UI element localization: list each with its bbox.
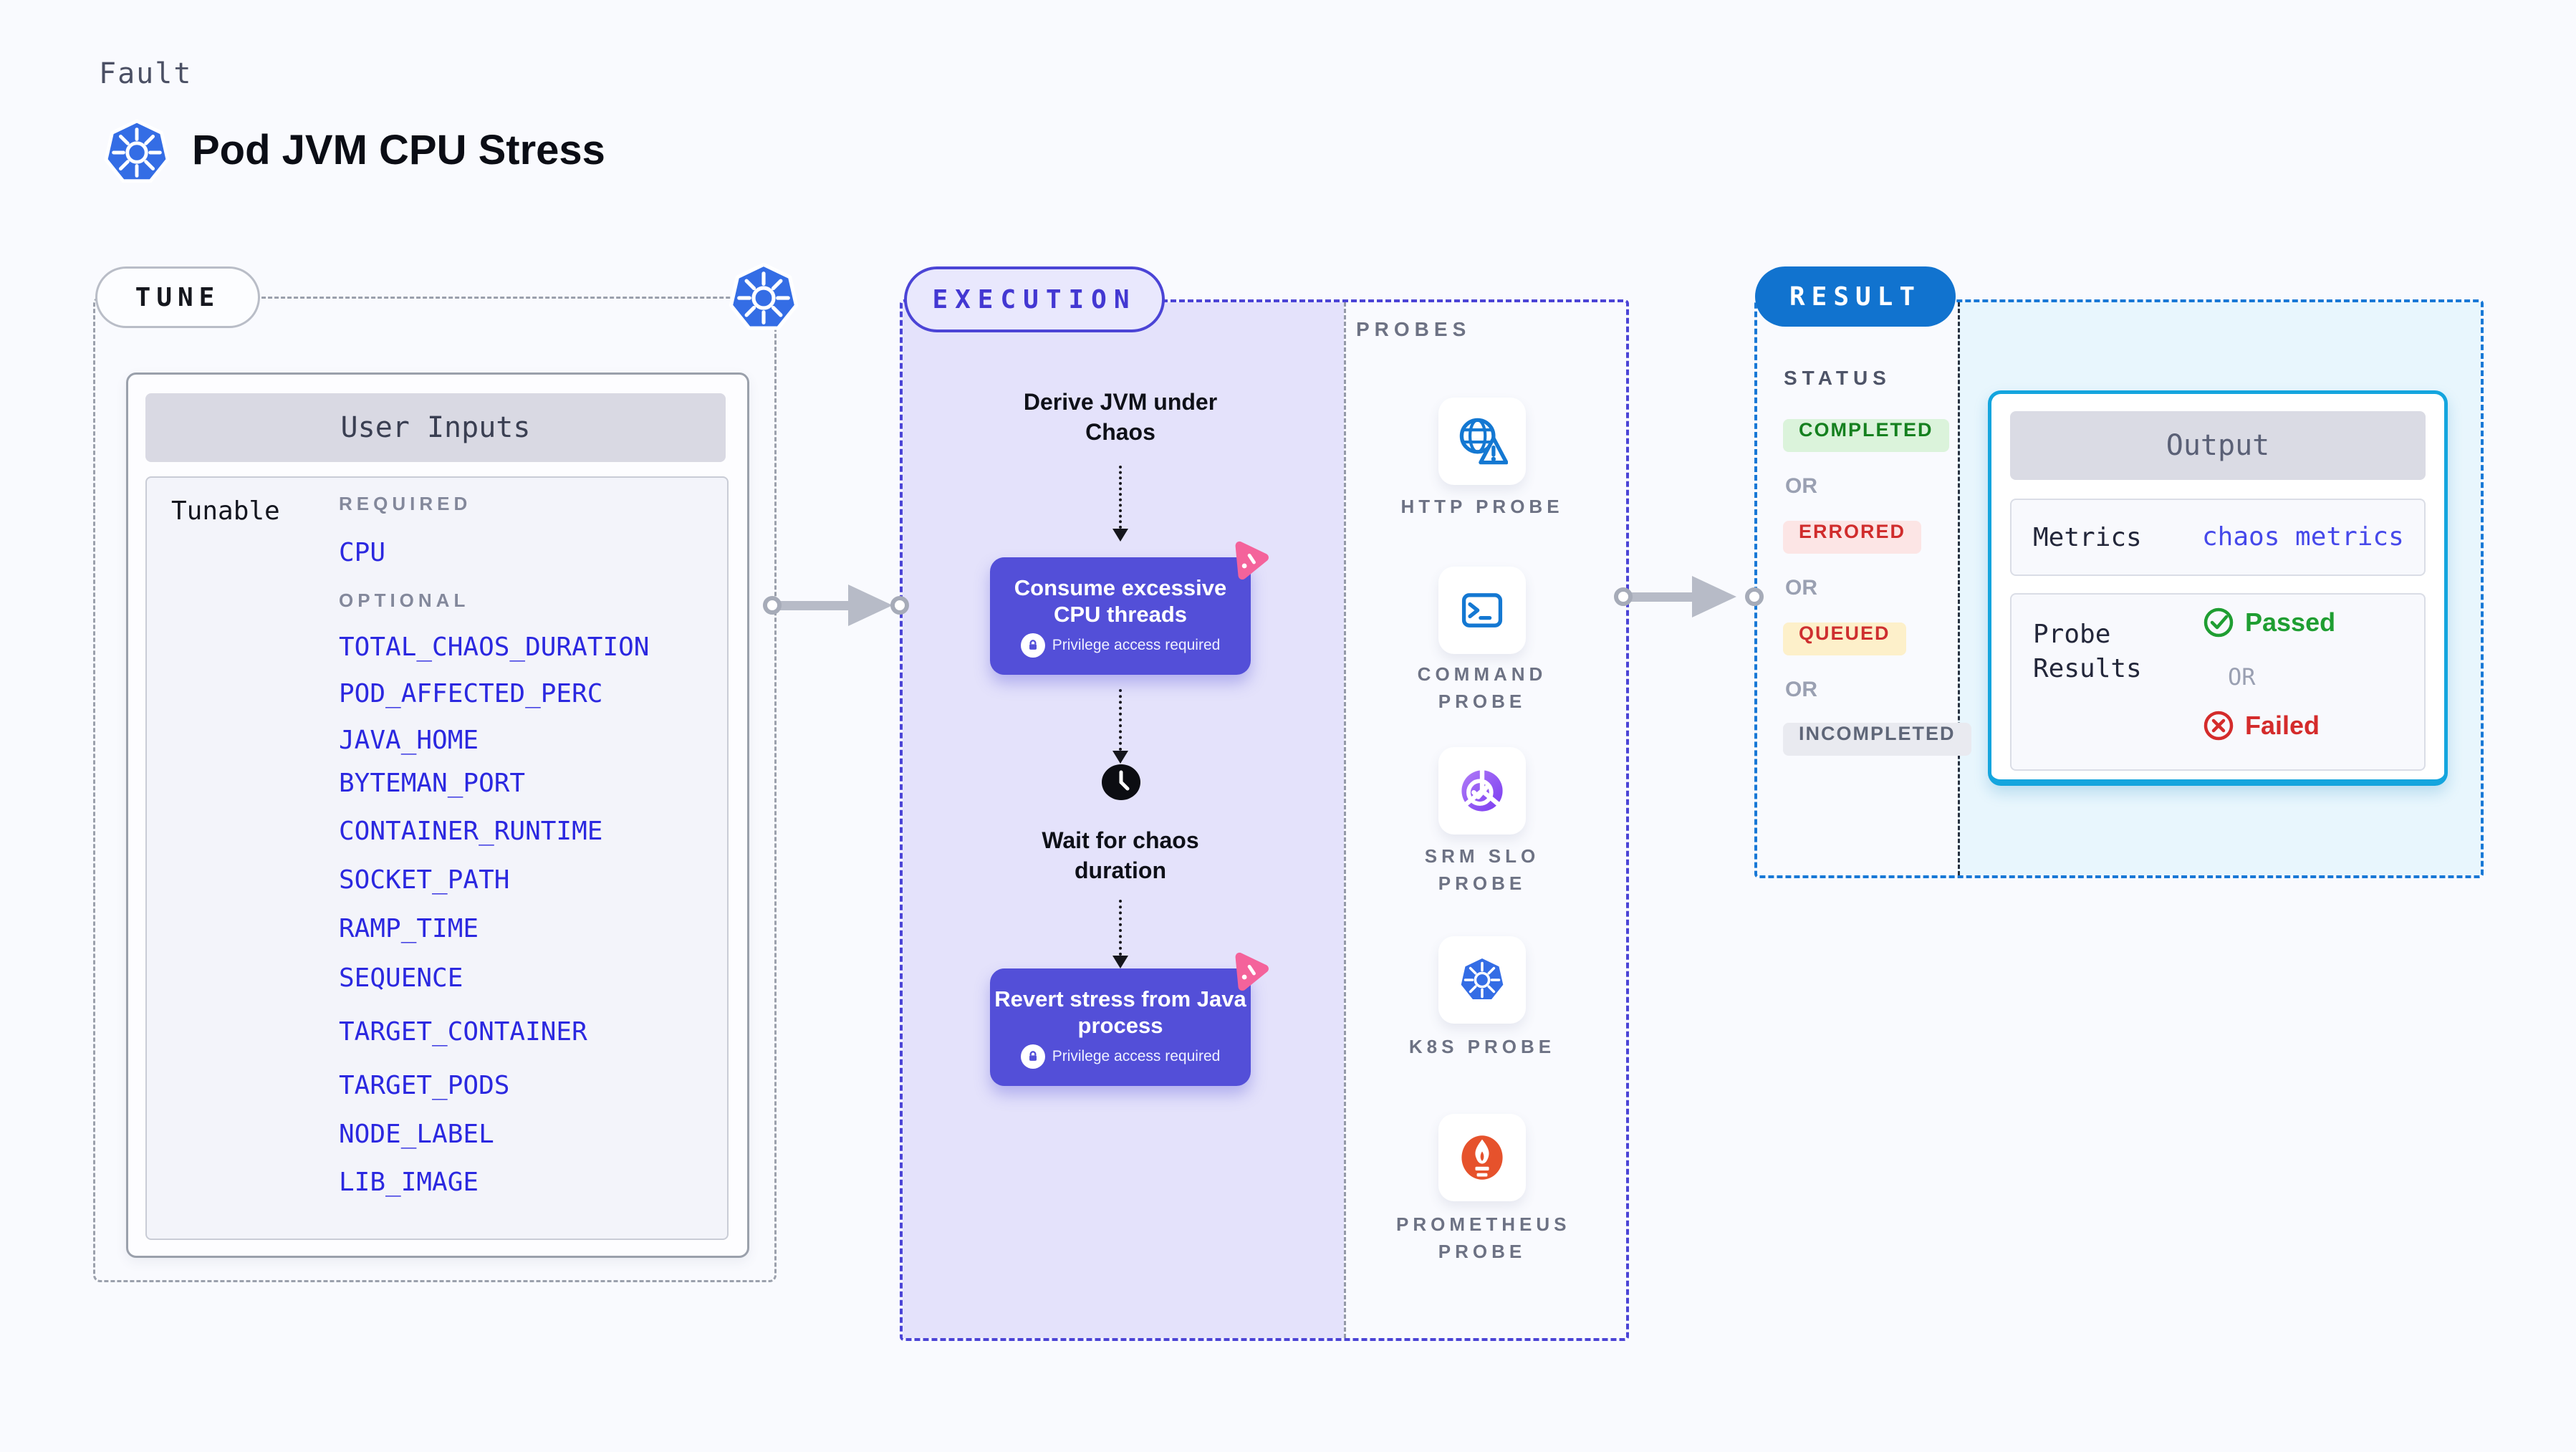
required-group-label: REQUIRED (339, 493, 472, 514)
connector-dot (890, 596, 909, 615)
command-probe-card (1438, 567, 1526, 654)
prometheus-flame-icon (1461, 1135, 1503, 1180)
result-pill: RESULT (1755, 266, 1956, 327)
lock-icon (1020, 633, 1045, 658)
probe-result-failed: Failed (2202, 709, 2320, 742)
passed-label: Passed (2245, 607, 2336, 637)
http-probe-label: HTTP PROBE (1400, 496, 1564, 517)
probe-results-row: Probe Results Passed OR Failed (2010, 593, 2426, 771)
param-byteman-port: BYTEMAN_PORT (339, 769, 526, 798)
execution-pill: EXECUTION (904, 266, 1165, 332)
globe-warning-icon (1459, 418, 1508, 465)
param-node-label: NODE_LABEL (339, 1120, 494, 1149)
param-sequence: SEQUENCE (339, 963, 463, 993)
user-inputs-card: User Inputs Tunable REQUIRED CPU OPTIONA… (126, 372, 749, 1258)
execution-probes-divider (1344, 302, 1346, 1338)
probe-results-label: Probe Results (2033, 620, 2142, 683)
lock-icon (1020, 1044, 1045, 1069)
param-container-runtime: CONTAINER_RUNTIME (339, 817, 603, 846)
arrow-line (777, 601, 850, 610)
clock-icon (1102, 764, 1140, 800)
kubernetes-icon (1458, 956, 1506, 1002)
arrow-line (1628, 592, 1693, 602)
or-label: OR (1785, 576, 1817, 600)
consume-cpu-label: Consume excessive CPU threads (1014, 575, 1227, 627)
srm-slo-probe-label: SRM SLO PROBE (1424, 845, 1540, 894)
status-badge-incompleted: INCOMPLETED (1783, 723, 1971, 756)
status-badge-queued: QUEUED (1783, 622, 1906, 655)
http-probe-card (1438, 398, 1526, 485)
connector-dot (763, 596, 782, 615)
probe-result-passed: Passed (2202, 606, 2335, 639)
tunable-label: Tunable (171, 496, 280, 526)
slo-donut-check-icon (1461, 769, 1503, 812)
privilege-note: Privilege access required (1020, 633, 1221, 658)
arrow-head (1692, 576, 1736, 617)
execution-flow-area (903, 302, 1344, 1338)
metrics-label: Metrics (2033, 523, 2142, 552)
fault-kicker: Fault (99, 57, 193, 90)
flow-arrow-head (1112, 529, 1128, 542)
litmus-chaos-icon (1235, 952, 1269, 991)
param-socket-path: SOCKET_PATH (339, 865, 510, 895)
litmus-chaos-icon (1235, 541, 1269, 580)
connector-dot (1745, 587, 1764, 606)
flow-arrow (1119, 900, 1122, 956)
param-target-container: TARGET_CONTAINER (339, 1017, 587, 1047)
consume-cpu-step: Consume excessive CPU threads Privilege … (990, 541, 1269, 675)
wait-step-label: Wait for chaos duration (1042, 827, 1199, 883)
revert-stress-label: Revert stress from Java process (994, 986, 1246, 1038)
terminal-icon (1461, 593, 1503, 628)
or-label: OR (1785, 678, 1817, 701)
or-label: OR (2228, 663, 2256, 691)
arrow-head (848, 585, 893, 626)
x-circle-icon (2203, 711, 2234, 741)
flow-arrow-head (1112, 751, 1128, 764)
prometheus-probe-label: PROMETHEUS PROBE (1396, 1213, 1571, 1262)
status-badge-errored: ERRORED (1783, 521, 1922, 554)
k8s-probe-card (1438, 936, 1526, 1024)
or-label: OR (1785, 474, 1817, 498)
kubernetes-icon (104, 119, 170, 183)
output-card: Output Metrics chaos metrics Probe Resul… (1988, 390, 2448, 786)
param-java-home: JAVA_HOME (339, 726, 479, 755)
metrics-row: Metrics chaos metrics (2010, 499, 2426, 576)
probes-label: PROBES (1356, 318, 1471, 340)
param-ramp-time: RAMP_TIME (339, 914, 479, 943)
param-lib-image: LIB_IMAGE (339, 1168, 479, 1197)
execution-section-border (900, 299, 1629, 1341)
privilege-note: Privilege access required (1020, 1044, 1221, 1069)
revert-stress-step: Revert stress from Java process Privileg… (990, 952, 1269, 1086)
privilege-note-text: Privilege access required (1052, 1048, 1221, 1064)
status-output-divider (1958, 302, 1960, 875)
param-cpu: CPU (339, 538, 386, 567)
user-inputs-title: User Inputs (145, 393, 726, 462)
kubernetes-icon (729, 262, 799, 330)
status-label: STATUS (1784, 367, 1891, 389)
output-title: Output (2010, 411, 2426, 480)
failed-label: Failed (2245, 711, 2320, 740)
optional-group-label: OPTIONAL (339, 590, 470, 611)
param-total-chaos-duration: TOTAL_CHAOS_DURATION (339, 633, 650, 662)
check-circle-icon (2203, 607, 2234, 638)
command-probe-label: COMMAND PROBE (1417, 663, 1547, 712)
k8s-probe-label: K8S PROBE (1408, 1036, 1556, 1057)
connector-dot (1614, 587, 1633, 606)
tune-pill: TUNE (95, 266, 260, 328)
page-title: Pod JVM CPU Stress (192, 127, 605, 173)
flow-arrow (1119, 689, 1122, 751)
param-pod-affected-perc: POD_AFFECTED_PERC (339, 679, 603, 708)
metrics-value: chaos metrics (2202, 522, 2404, 552)
status-badge-completed: COMPLETED (1783, 419, 1949, 452)
derive-step-label: Derive JVM under Chaos (1023, 389, 1218, 445)
privilege-note-text: Privilege access required (1052, 637, 1221, 653)
flow-arrow-head (1112, 956, 1128, 968)
user-inputs-body: Tunable REQUIRED CPU OPTIONAL TOTAL_CHAO… (145, 476, 729, 1240)
srm-slo-probe-card (1438, 747, 1526, 835)
param-target-pods: TARGET_PODS (339, 1071, 510, 1100)
prometheus-probe-card (1438, 1114, 1526, 1201)
tune-section-border (93, 297, 777, 1282)
flow-arrow (1119, 466, 1122, 529)
